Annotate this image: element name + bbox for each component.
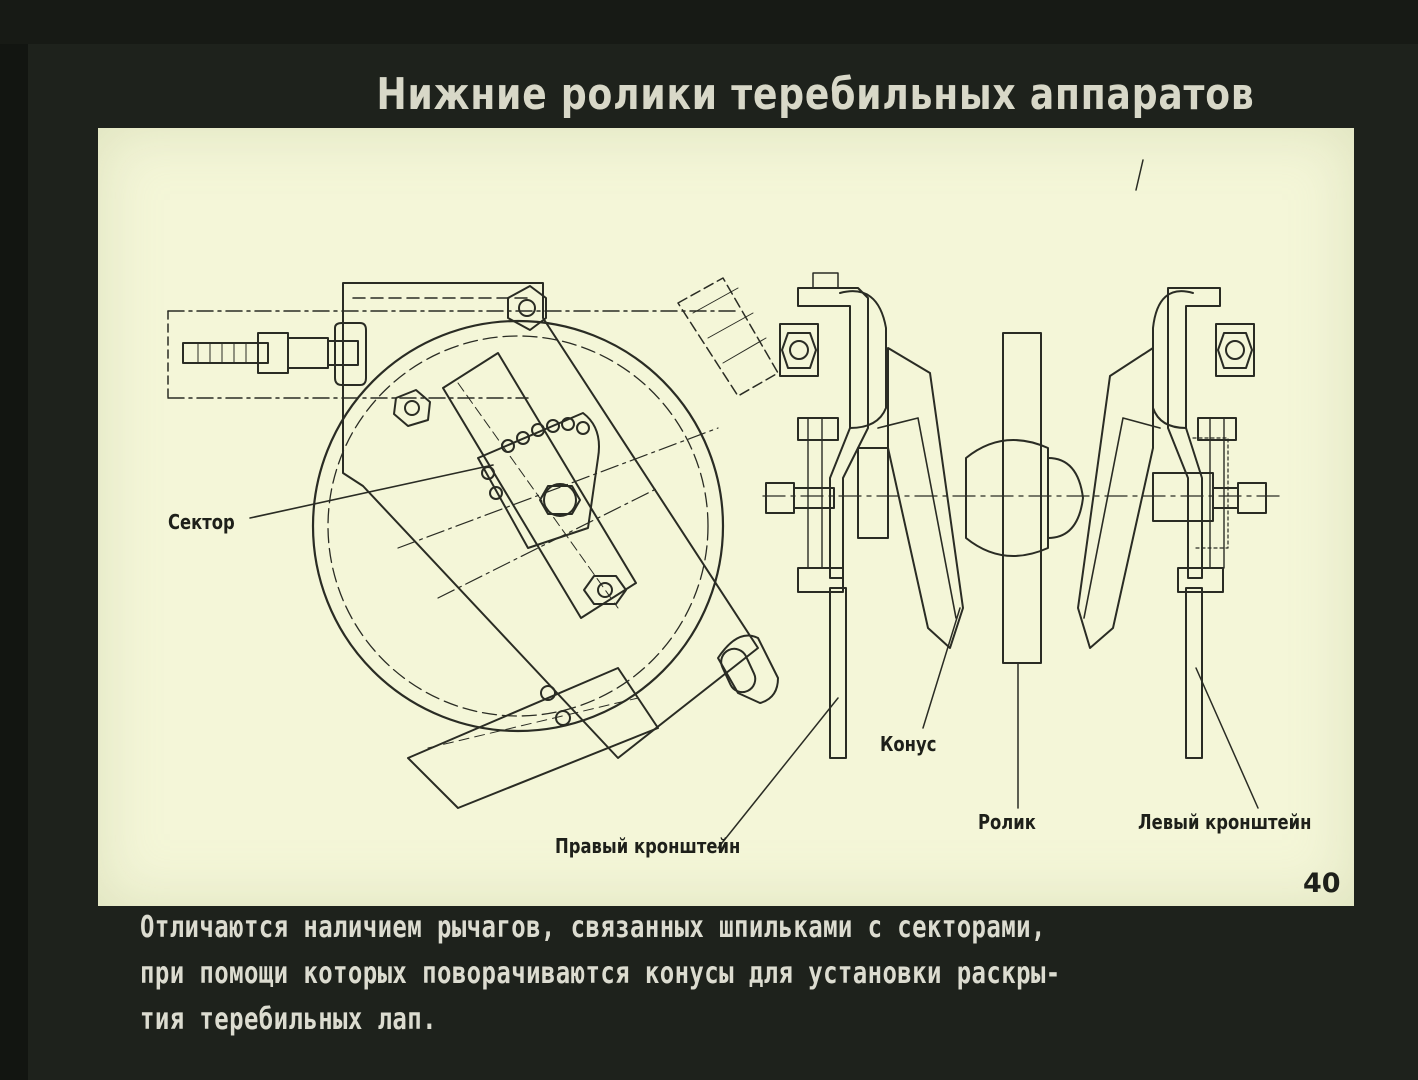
film-frame-edge-top bbox=[0, 0, 1418, 44]
caption-text: Отличаются наличием рычагов, связанных ш… bbox=[140, 905, 1340, 1043]
caption-line-2: при помощи которых поворачиваются конусы… bbox=[140, 956, 1061, 991]
caption-line-3: тия теребильных лап. bbox=[140, 1002, 437, 1037]
label-right-bracket: Правый кронштейн bbox=[555, 834, 741, 858]
caption-line-1: Отличаются наличием рычагов, связанных ш… bbox=[140, 910, 1046, 945]
page-number: 40 bbox=[1303, 868, 1341, 899]
diagram-panel: Сектор Конус Ролик Правый кронштейн Левы… bbox=[98, 128, 1354, 906]
front-view-assembly bbox=[717, 272, 1284, 849]
label-cone: Конус bbox=[880, 732, 937, 756]
film-frame-edge bbox=[0, 0, 28, 1080]
slide-title: Нижние ролики теребильных аппаратов bbox=[376, 69, 1255, 120]
label-roller: Ролик bbox=[978, 810, 1036, 834]
label-sector: Сектор bbox=[168, 510, 235, 534]
label-left-bracket: Левый кронштейн bbox=[1138, 810, 1312, 834]
side-view-assembly bbox=[167, 277, 779, 809]
mechanism-drawing bbox=[167, 159, 1284, 849]
